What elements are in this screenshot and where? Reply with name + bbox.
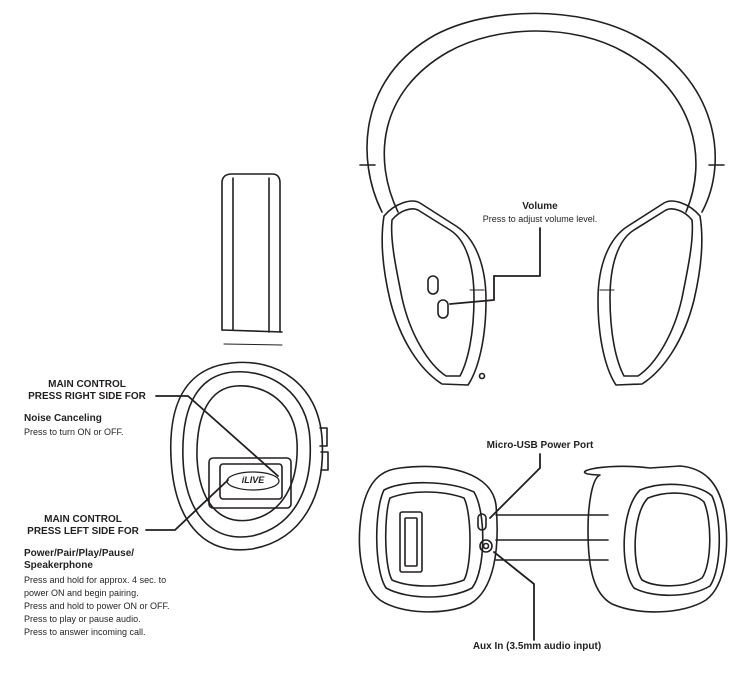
main-control-left-heading-line1: MAIN CONTROL [44,514,122,525]
power-pair-title-line1: Power/Pair/Play/Pause/ [24,548,135,559]
volume-desc: Press to adjust volume level. [482,214,598,224]
front-view-headphone [359,12,725,386]
main-control-right-heading-line2: PRESS RIGHT SIDE FOR [28,391,146,402]
power-pair-desc-2: power ON and begin pairing. [24,588,139,598]
power-pair-desc-5: Press to answer incoming call. [24,627,146,637]
power-pair-desc-4: Press to play or pause audio. [24,614,141,624]
side-view-headphone [170,173,329,551]
main-control-left-heading-line2: PRESS LEFT SIDE FOR [27,526,139,537]
brand-logo: iLIVE [241,475,265,485]
noise-canceling-desc: Press to turn ON or OFF. [24,427,124,437]
noise-canceling-title: Noise Canceling [24,413,102,424]
micro-usb-label: Micro-USB Power Port [486,440,594,451]
callout-lines [145,227,541,641]
aux-in-label: Aux In (3.5mm audio input) [472,641,602,652]
power-pair-desc-1: Press and hold for approx. 4 sec. to [24,575,167,585]
power-pair-title-line2: Speakerphone [24,560,93,571]
main-control-right-heading-line1: MAIN CONTROL [48,379,126,390]
bottom-view-headphone [358,465,728,613]
volume-title: Volume [522,201,558,212]
power-pair-desc-3: Press and hold to power ON or OFF. [24,601,170,611]
